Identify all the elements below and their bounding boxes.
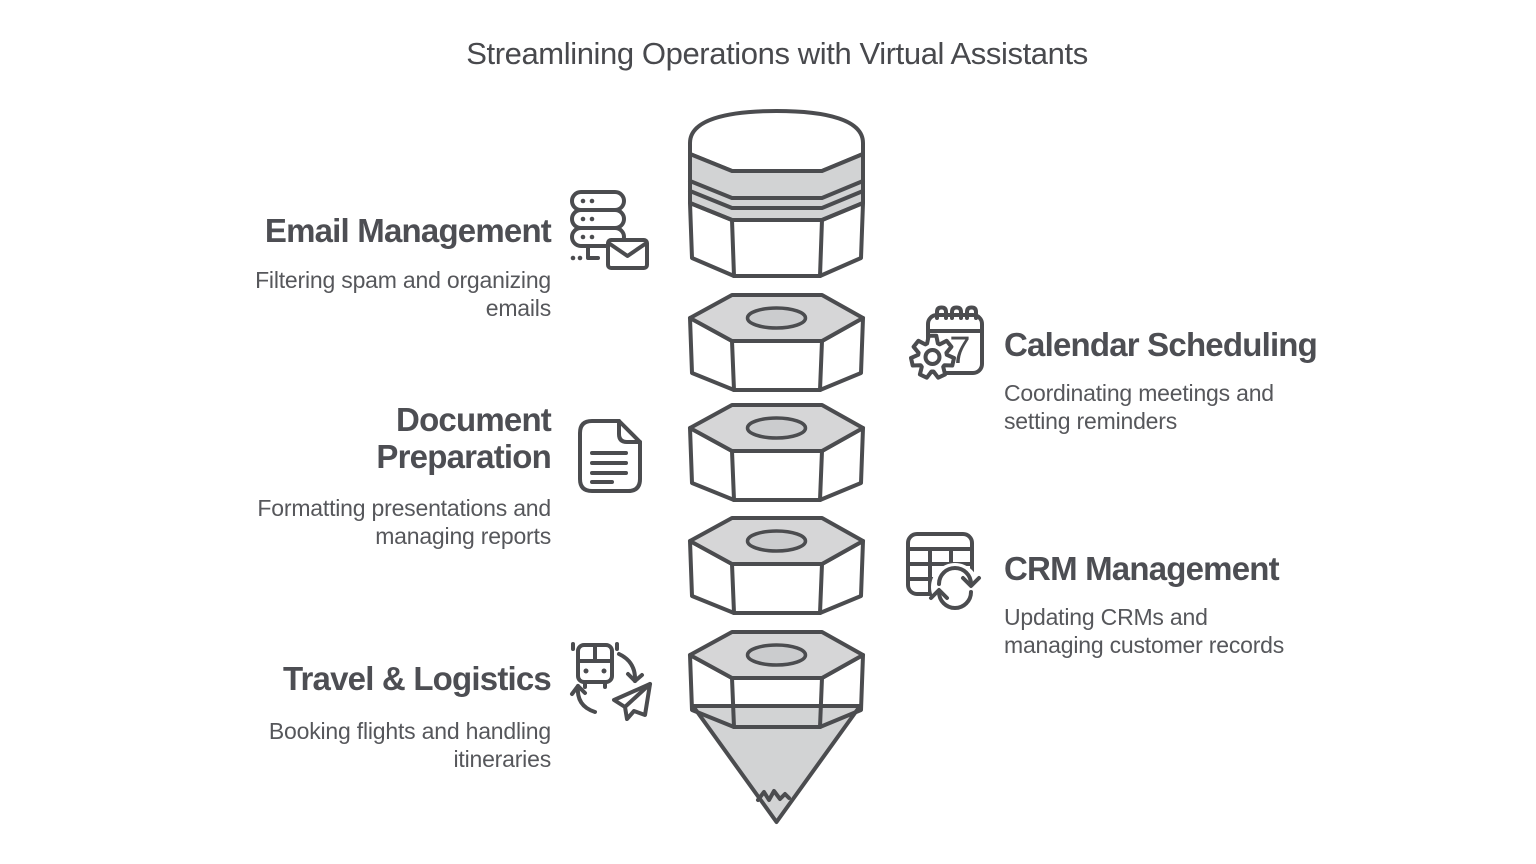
section-desc-calendar-scheduling: Coordinating meetings and setting remind…: [1004, 380, 1274, 434]
funnel-segment-orange: [688, 630, 865, 729]
section-heading-email-management: Email Management: [264, 212, 552, 249]
bus-icon: [571, 642, 619, 689]
swap-arrows-icon: [570, 652, 644, 714]
funnel-segment-lime: [688, 403, 865, 502]
sync-arrows-icon: [929, 563, 981, 610]
envelope-icon: [606, 238, 649, 270]
section-heading-document-preparation: Document Preparation: [376, 401, 551, 475]
section-heading-calendar-scheduling: Calendar Scheduling: [1004, 326, 1318, 363]
section-desc-crm-management: Updating CRMs and managing customer reco…: [1004, 604, 1285, 658]
section-desc-email-management: Filtering spam and organizing emails: [255, 267, 551, 321]
gear-icon: [909, 333, 956, 380]
bus-plane-icon: [570, 642, 652, 721]
plane-icon: [612, 682, 652, 721]
section-heading-crm-management: CRM Management: [1004, 550, 1280, 587]
table-sync-icon: [906, 532, 981, 610]
section-heading-travel-logistics: Travel & Logistics: [282, 660, 552, 697]
document-icon: [578, 419, 642, 493]
funnel-segment-green: [688, 293, 865, 392]
section-desc-document-preparation: Formatting presentations and managing re…: [257, 495, 551, 549]
section-desc-travel-logistics: Booking flights and handling itineraries: [268, 718, 551, 772]
funnel-segment-yellow: [688, 516, 865, 615]
funnel-segment-cap: [688, 109, 865, 278]
page-title: Streamlining Operations with Virtual Ass…: [466, 36, 1088, 71]
broken-lead-zigzag: [756, 789, 791, 802]
calendar-gear-icon: 7: [909, 305, 984, 380]
pencil-tip-cone: [691, 704, 862, 824]
server-mail-icon: [570, 190, 649, 270]
pencil-funnel-graphic: [688, 109, 865, 824]
